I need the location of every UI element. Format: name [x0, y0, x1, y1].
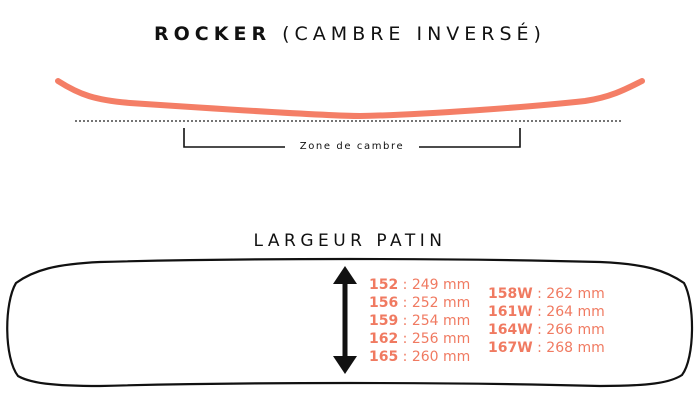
size-label: 156	[369, 295, 399, 311]
size-row: 161W : 264 mm	[488, 303, 605, 321]
size-width-value: 254 mm	[411, 313, 471, 329]
size-label: 165	[369, 349, 399, 365]
rocker-profile-curve	[55, 78, 645, 120]
size-row: 156 : 252 mm	[369, 294, 470, 312]
size-row: 165 : 260 mm	[369, 348, 470, 366]
size-label: 152	[369, 277, 399, 293]
size-width-value: 262 mm	[546, 286, 605, 302]
camber-zone-bracket-right	[419, 128, 521, 148]
size-row: 164W : 266 mm	[488, 321, 605, 339]
size-row: 162 : 256 mm	[369, 330, 470, 348]
size-separator: :	[398, 331, 412, 347]
size-row: 158W : 262 mm	[488, 285, 605, 303]
size-separator: :	[398, 295, 412, 311]
size-separator: :	[398, 349, 412, 365]
size-width-value: 256 mm	[411, 331, 471, 347]
size-separator: :	[532, 304, 547, 320]
camber-zone-label: Zone de cambre	[299, 141, 405, 152]
size-width-value: 264 mm	[546, 304, 605, 320]
size-separator: :	[532, 340, 547, 356]
size-separator: :	[532, 322, 547, 338]
size-separator: :	[398, 277, 412, 293]
width-title: LARGEUR PATIN	[253, 231, 447, 251]
size-row: 159 : 254 mm	[369, 312, 470, 330]
size-label: 162	[369, 331, 399, 347]
size-separator: :	[398, 313, 412, 329]
sizes-list-wide: 158W : 262 mm 161W : 264 mm 164W : 266 m…	[488, 285, 605, 357]
size-width-value: 260 mm	[411, 349, 471, 365]
size-label: 159	[369, 313, 399, 329]
size-width-value: 252 mm	[411, 295, 471, 311]
size-width-value: 268 mm	[546, 340, 605, 356]
camber-zone-bracket-left	[183, 128, 285, 148]
size-label: 158W	[488, 286, 533, 302]
sizes-list-standard: 152 : 249 mm 156 : 252 mm 159 : 254 mm 1…	[369, 276, 470, 366]
board-outline	[6, 257, 694, 388]
profile-title-rest: (CAMBRE INVERSÉ)	[282, 23, 546, 45]
size-row: 152 : 249 mm	[369, 276, 470, 294]
profile-title-bold: ROCKER	[154, 23, 272, 45]
size-width-value: 266 mm	[546, 322, 605, 338]
size-label: 164W	[488, 322, 533, 338]
size-width-value: 249 mm	[411, 277, 471, 293]
size-label: 161W	[488, 304, 533, 320]
size-separator: :	[532, 286, 547, 302]
size-row: 167W : 268 mm	[488, 339, 605, 357]
double-arrow-vertical-icon	[333, 266, 357, 374]
profile-title: ROCKER (CAMBRE INVERSÉ)	[0, 20, 700, 48]
size-label: 167W	[488, 340, 533, 356]
